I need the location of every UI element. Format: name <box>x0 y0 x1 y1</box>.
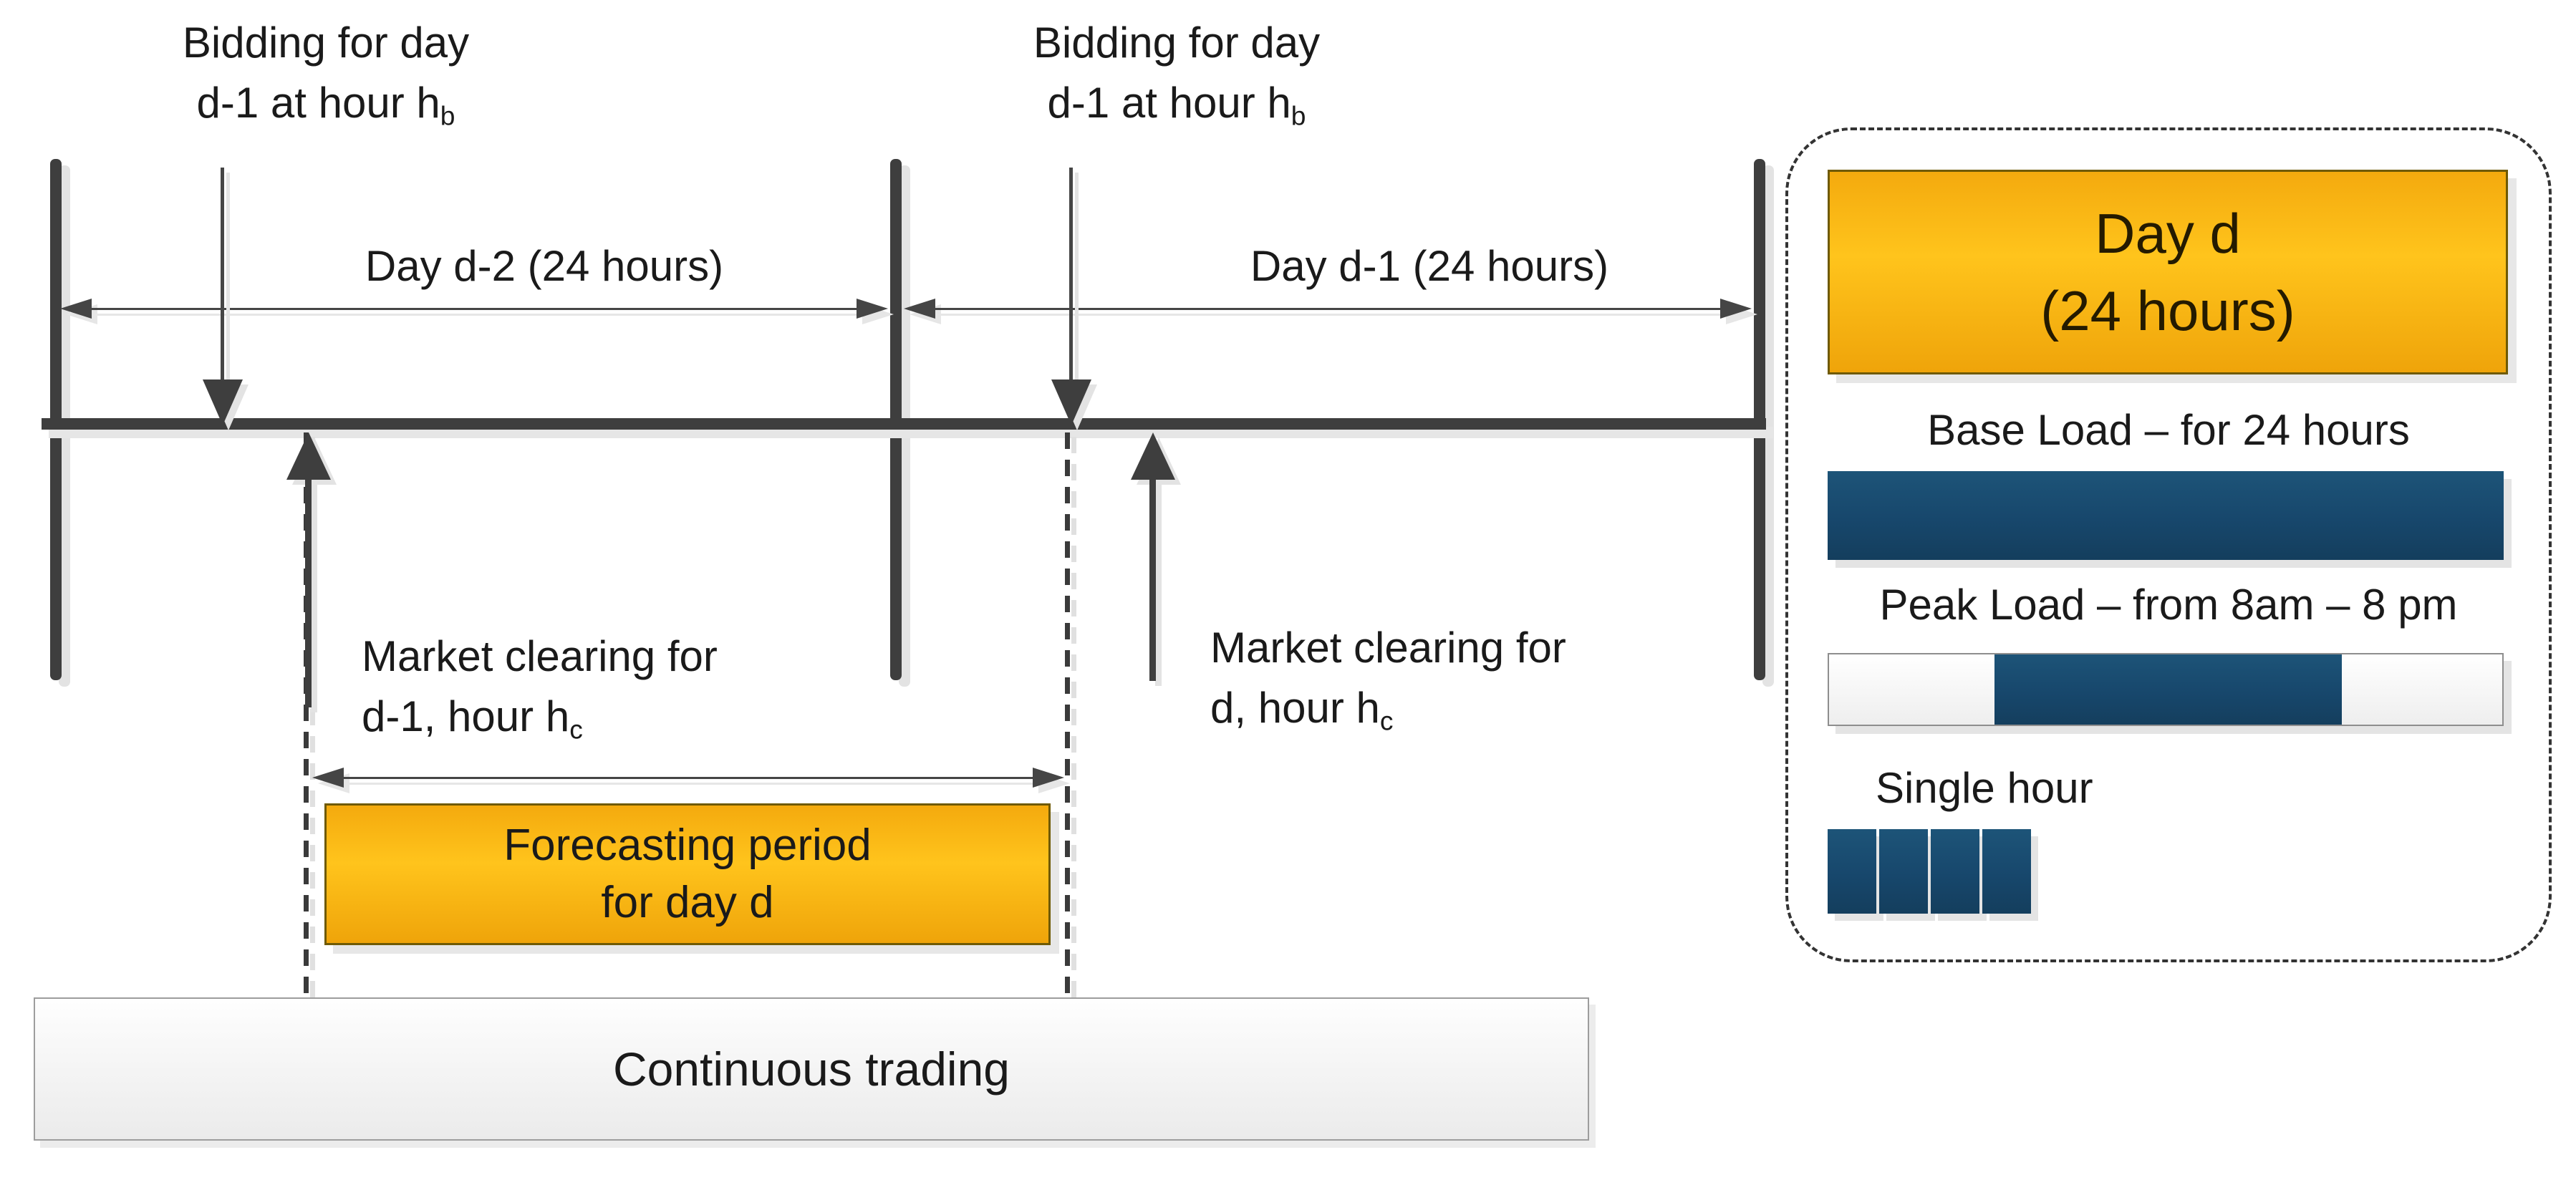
arrowhead-right-icon <box>1033 768 1064 788</box>
bidding-label-1-line1: Bidding for day <box>182 19 470 67</box>
day-d-title-line1: Day d <box>2095 202 2241 265</box>
base-load-label: Base Load – for 24 hours <box>1927 406 2410 454</box>
single-hour-squares <box>1828 829 2031 914</box>
forecast-box-line1: Forecasting period <box>503 821 872 870</box>
bidding-label-1: Bidding for day d-1 at hour hb <box>111 13 541 145</box>
continuous-trading-label: Continuous trading <box>612 1043 1010 1096</box>
bidding-label-2-line1: Bidding for day <box>1033 19 1321 67</box>
bidding-down-arrow-2 <box>1051 168 1091 425</box>
arrowhead-up-icon <box>286 432 331 480</box>
day-d1-span-arrow <box>904 299 1752 319</box>
arrowhead-right-icon <box>857 299 888 319</box>
products-panel: Day d (24 hours) Base Load – for 24 hour… <box>1785 127 2552 962</box>
bidding-label-1-line2: d-1 at hour hb <box>196 79 455 131</box>
single-hour-square <box>1879 829 1928 914</box>
forecast-box-line2: for day d <box>601 878 774 927</box>
single-hour-square <box>1828 829 1876 914</box>
day-d1-span-label: Day d-1 (24 hours) <box>1250 242 1609 290</box>
day-d2-span-arrow <box>60 299 888 319</box>
arrowhead-right-icon <box>1720 299 1752 319</box>
market-clearing-label-2: Market clearing for d, hour hc <box>1210 624 1566 736</box>
single-hour-label: Single hour <box>1876 764 2093 812</box>
single-hour-square <box>1982 829 2031 914</box>
single-hour-square <box>1931 829 1979 914</box>
bidding-label-2-line2: d-1 at hour hb <box>1047 79 1306 131</box>
arrowhead-down-icon <box>1051 379 1091 425</box>
clearing-dashed-line-2 <box>1065 432 1070 997</box>
continuous-trading-box: Continuous trading <box>34 997 1589 1141</box>
day-d-title-line2: (24 hours) <box>2040 279 2295 342</box>
peak-load-label: Peak Load – from 8am – 8 pm <box>1879 581 2458 629</box>
peak-bar-segment <box>1994 654 2343 725</box>
base-load-bar <box>1828 471 2504 560</box>
bidding-down-arrow-1 <box>203 168 243 425</box>
arrowhead-up-icon <box>1131 432 1175 480</box>
day-d-title-box: Day d (24 hours) <box>1828 170 2508 374</box>
day-d2-span-label: Day d-2 (24 hours) <box>365 242 724 290</box>
bidding-label-2: Bidding for day d-1 at hour hb <box>962 13 1391 145</box>
forecast-span-arrow <box>312 768 1064 788</box>
arrowhead-down-icon <box>203 379 243 425</box>
forecast-period-box: Forecasting period for day d <box>324 803 1051 945</box>
market-clearing-label-1: Market clearing for d-1, hour hc <box>362 632 718 745</box>
timeline-axis <box>42 418 1766 430</box>
clearing-dashed-line-1 <box>304 432 309 997</box>
peak-load-bar <box>1828 653 2504 726</box>
